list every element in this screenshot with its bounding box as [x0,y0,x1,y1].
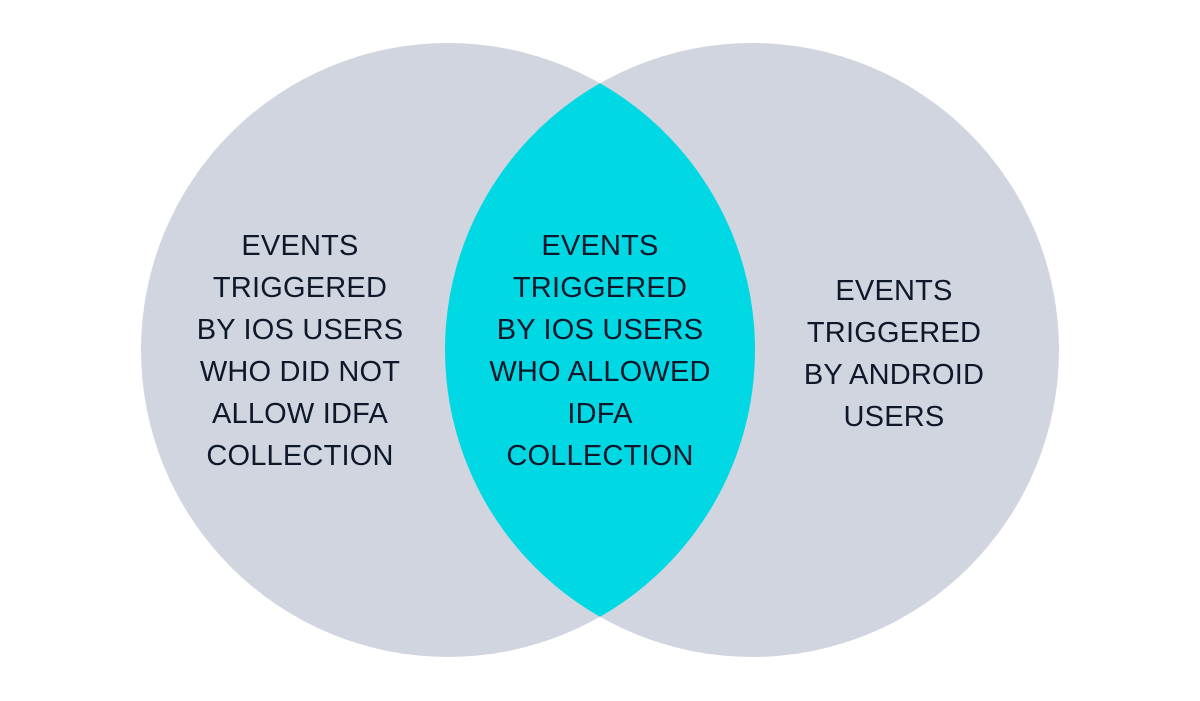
left-set-label: EVENTS TRIGGERED BY IOS USERS WHO DID NO… [196,230,404,472]
right-set-label: EVENTS TRIGGERED BY ANDROID USERS [803,275,985,433]
intersection-label: EVENTS TRIGGERED BY IOS USERS WHO ALLOWE… [489,230,711,472]
intersection-region [444,83,755,617]
